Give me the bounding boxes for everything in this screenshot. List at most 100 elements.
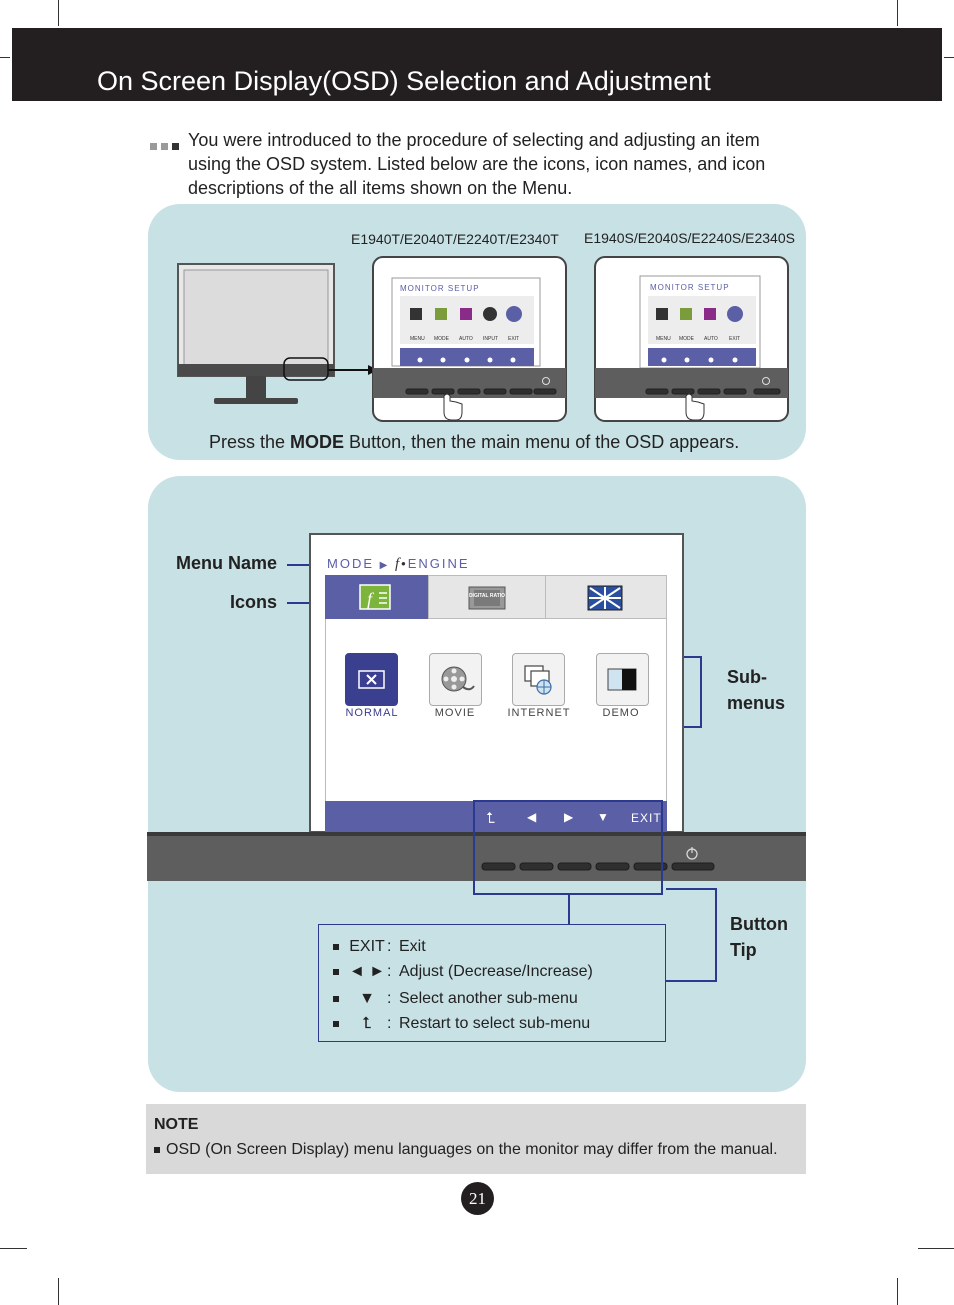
tip-symbol-exit: EXIT [349,938,385,955]
osd-small-label: MODE [434,336,450,342]
note-box: NOTE OSD (On Screen Display) menu langua… [146,1104,806,1174]
submenus-bracket [684,656,702,728]
tip-text: Exit [399,938,426,955]
normal-mode-icon [358,670,385,689]
submenu-internet[interactable] [512,653,565,706]
tab-photo-effect[interactable] [546,576,666,618]
menu-name-connector [287,564,309,566]
osd-exit-label: EXIT [631,811,662,825]
submenu-movie[interactable] [429,653,482,706]
note-body: OSD (On Screen Display) menu languages o… [166,1141,778,1158]
osd-title-small: MONITOR SETUP [650,283,730,292]
submenus-label: Sub- menus [727,664,785,716]
tip-symbol-restart-arrow-icon: ⮤ [362,1015,372,1032]
restart-arrow-icon: ⮤ [486,810,495,827]
icons-label: Icons [230,592,278,612]
bezel-edge [147,832,806,836]
page-number: 21 [461,1182,494,1215]
tip-row-adjust: ◄ ►: Adjust (Decrease/Increase) [333,963,593,981]
crop-mark [897,0,898,26]
tip-text: Adjust (Decrease/Increase) [399,963,593,980]
model-label-t: E1940T/E2040T/E2240T/E2340T [351,231,559,247]
tab-divider [545,575,546,619]
tab-divider [428,575,429,619]
osd-button-bar [325,801,667,833]
submenu-demo[interactable] [596,653,649,706]
digital-ratio-icon: DIGITAL RATIO [468,586,506,610]
osd-bezel-t-models: MONITOR SETUP MENU MODE AUTO INPUT EXIT [372,256,567,422]
f-engine-glyph: f [394,556,402,572]
submenus-label-line1: Sub- [727,667,767,687]
menu-mode-text: MODE [327,556,374,571]
osd-small-label: AUTO [704,336,718,342]
caption-mode-bold: MODE [290,432,345,452]
crop-mark [58,1278,59,1305]
model-label-s: E1940S/E2040S/E2240S/E2340S [584,230,795,246]
tip-row-select: ▼:Select another sub-menu [333,990,578,1008]
internet-window-icon [524,665,552,695]
tip-text: Restart to select sub-menu [399,1015,591,1032]
tip-colon: : [387,1015,392,1032]
button-tip-label-line2: Tip [730,940,757,960]
submenus-label-line2: menus [727,693,786,713]
caption-prefix: Press the [209,432,291,452]
tip-colon: : [387,963,392,980]
bezel-buttons [481,847,715,871]
button-tip-label: Button Tip [730,911,788,963]
tip-row-exit: EXIT: Exit [333,938,426,956]
osd-small-label: MENU [410,336,425,342]
osd-small-label: MENU [656,336,671,342]
demo-split-icon [607,668,637,691]
osd-small-label: EXIT [508,336,519,342]
osd-small-label: INPUT [483,336,498,342]
right-arrow-icon: ▶ [564,810,574,824]
osd-small-label: MODE [679,336,695,342]
tip-text: Select another sub-menu [399,990,578,1007]
menu-name-label: Menu Name [176,553,278,573]
intro-paragraph: You were introduced to the procedure of … [188,130,766,198]
submenu-label-movie: MOVIE [434,707,476,719]
tip-row-restart: ⮤: Restart to select sub-menu [333,1015,590,1033]
down-arrow-icon: ▼ [597,810,609,824]
tip-connector [568,895,570,924]
tab-f-engine[interactable]: f [325,575,428,619]
submenu-label-normal: NORMAL [345,707,399,719]
monitor-bezel [147,836,806,881]
dot-separator: • [401,556,408,571]
tip-colon: : [387,938,392,955]
icons-connector [287,602,309,604]
osd-menu-name: MODE ▶ f•ENGINE [327,556,470,573]
photo-effect-icon [587,585,623,611]
note-text: OSD (On Screen Display) menu languages o… [154,1141,778,1159]
page-header: On Screen Display(OSD) Selection and Adj… [12,28,942,101]
page-title: On Screen Display(OSD) Selection and Adj… [97,66,711,96]
submenu-normal[interactable] [345,653,398,706]
submenu-label-internet: INTERNET [507,707,571,719]
button-tip-label-line1: Button [730,914,788,934]
osd-bezel-s-models: MONITOR SETUP MENU MODE AUTO EXIT [594,256,789,422]
tab-digital-ratio[interactable]: DIGITAL RATIO [429,576,545,618]
digital-ratio-text: DIGITAL RATIO [469,593,505,599]
crop-mark [0,1248,27,1249]
intro-bullets-icon [150,137,183,155]
osd-title-small: MONITOR SETUP [400,284,480,293]
menu-arrow-icon: ▶ [379,560,390,571]
f-engine-tab-glyph: f [367,589,375,609]
note-title: NOTE [154,1116,199,1133]
osd-submenu-area [325,619,667,801]
f-engine-icon: f [359,584,391,610]
crop-mark [918,1248,954,1249]
tip-symbol-left-right-arrows-icon: ◄ ► [348,963,386,980]
crop-mark [897,1278,898,1305]
mode-caption: Press the MODE Button, then the main men… [209,432,739,453]
movie-reel-icon [441,666,475,692]
crop-mark [0,57,10,58]
submenu-label-demo: DEMO [602,707,640,719]
button-tip-box: EXIT: Exit ◄ ►: Adjust (Decrease/Increase)… [318,924,666,1042]
monitor-illustration [177,263,378,404]
crop-mark [58,0,59,26]
crop-mark [944,57,954,58]
osd-small-label: EXIT [729,336,740,342]
button-tip-bracket [666,888,717,982]
tip-colon: : [387,990,392,1007]
